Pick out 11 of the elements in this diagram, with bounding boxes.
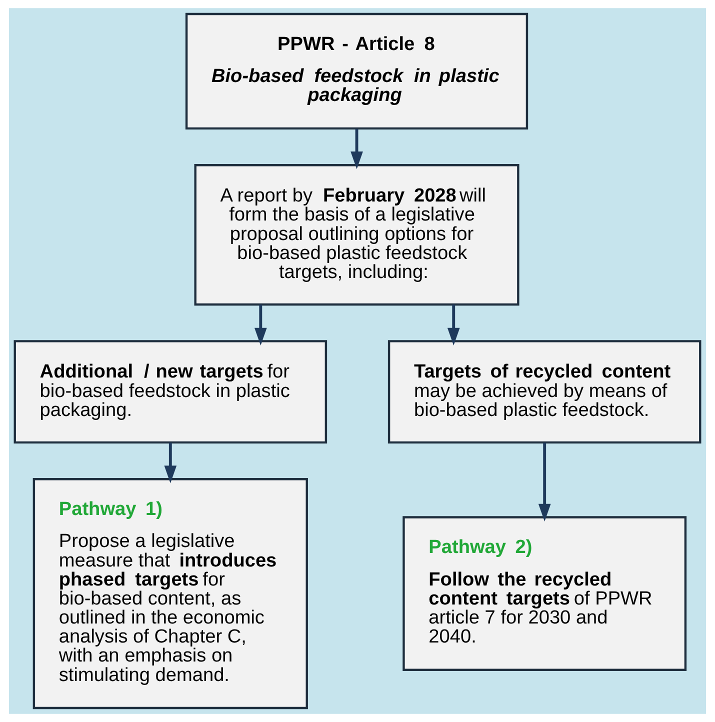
arrow	[254, 304, 267, 346]
arrow	[538, 442, 551, 522]
node-box: PPWR - Article 8 Bio-based feedstock in plastic packaging	[185, 12, 528, 130]
node-box: Targets of recycled content may be achieved by means of bio-based plastic feedstock.	[388, 340, 702, 444]
node-box: Pathway 2) Follow the recycled content targets of PPWR article 7 for 2030 and 2040.	[402, 516, 687, 671]
arrow	[350, 128, 363, 170]
arrow	[447, 304, 460, 346]
node-box: Additional / new targets for bio-based feedstock in plastic packaging.	[14, 340, 328, 444]
node-box: A report by February 2028 will form the basis of a legislative proposal outlining options for bio-based plastic feedstock targets, including:	[194, 164, 520, 306]
arrow	[164, 442, 177, 484]
node-box: Pathway 1) Propose a legislative measure that introduces phased targets for bio-based content, as outlined in the economic analysis of Chapter C, with an emphasis on stimulating demand.	[32, 478, 308, 710]
